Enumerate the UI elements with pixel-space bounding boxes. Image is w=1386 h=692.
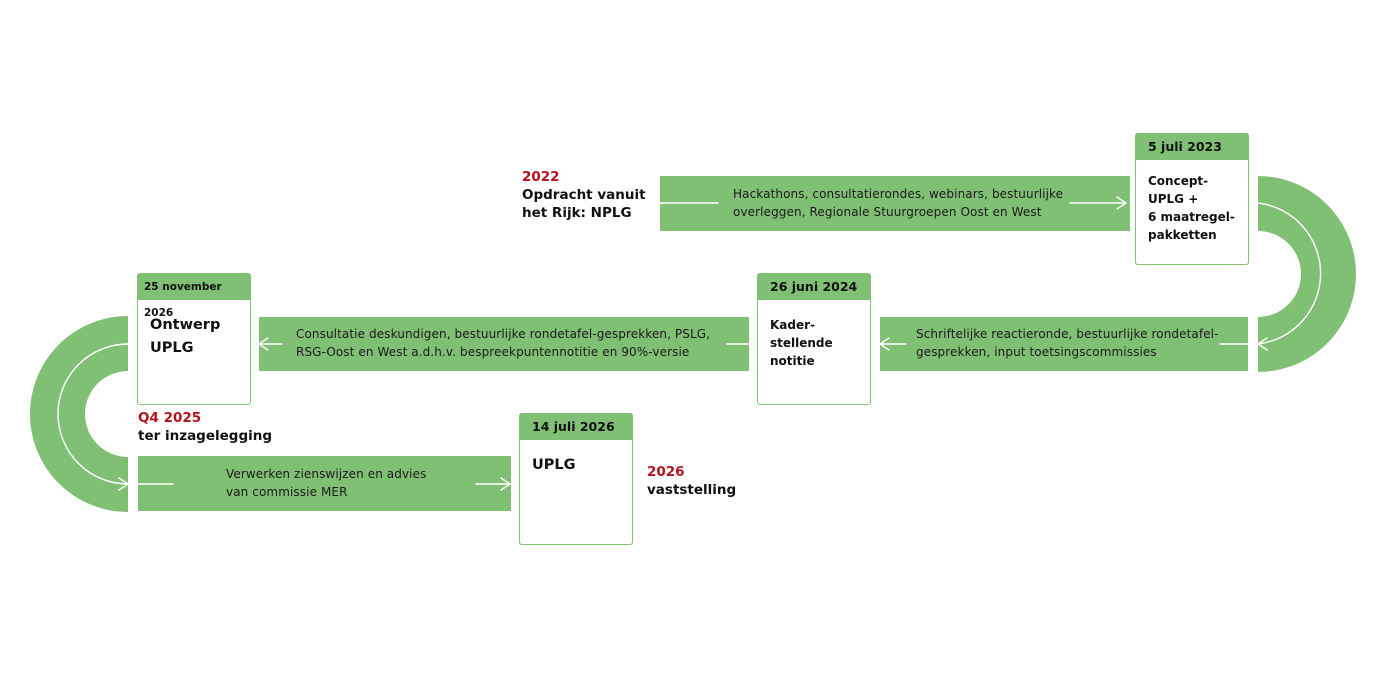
u-turn-left <box>30 316 128 512</box>
milestone-card-ontwerp-uplg: 25 november 2026 Ontwerp UPLG <box>137 273 251 405</box>
arrow-right-icon <box>500 477 511 491</box>
milestone-title: Ontwerp UPLG <box>150 317 221 356</box>
band-bottom-text: Verwerken zienswijzen en advies van comm… <box>226 467 427 499</box>
milestone-date: 5 juli 2023 <box>1136 134 1248 160</box>
label-year: 2026 <box>647 464 685 480</box>
milestone-card-kaderstellende-notitie: 26 juni 2024 Kader- stellende notitie <box>757 273 871 405</box>
band-bottom <box>138 456 511 511</box>
u-turn-right <box>1258 176 1356 372</box>
label-inzagelegging: Q4 2025 ter inzagelegging <box>138 410 273 444</box>
milestone-card-concept-uplg: 5 juli 2023 Concept- UPLG + 6 maatregel-… <box>1135 133 1249 265</box>
arrow-left-icon <box>1257 337 1268 351</box>
band-top-text: Hackathons, consultatierondes, webinars,… <box>733 187 1064 219</box>
milestone-date: 26 juni 2024 <box>758 274 870 300</box>
label-year: Q4 2025 <box>138 410 202 426</box>
band-top <box>660 176 1130 231</box>
arrow-right-icon <box>1116 196 1127 210</box>
milestone-date: 25 november 2026 <box>138 274 250 319</box>
milestone-title: Kader- stellende notitie <box>770 318 833 368</box>
arrow-left-icon <box>258 337 269 351</box>
arrow-right-icon <box>118 477 129 491</box>
milestone-date: 14 juli 2026 <box>520 414 632 440</box>
milestone-card-uplg: 14 juli 2026 UPLG <box>519 413 633 545</box>
milestone-title: UPLG <box>532 457 576 473</box>
label-year: 2022 <box>522 169 560 185</box>
milestone-title: Concept- UPLG + 6 maatregel- pakketten <box>1148 174 1235 242</box>
band-upper-right <box>880 317 1248 371</box>
band-middle-text: Consultatie deskundigen, bestuurlijke ro… <box>296 327 711 359</box>
band-upper-right-text: Schriftelijke reactieronde, bestuurlijke… <box>916 327 1219 359</box>
label-start-2022: 2022 Opdracht vanuit het Rijk: NPLG <box>522 169 646 221</box>
band-middle <box>259 317 749 371</box>
arrow-left-icon <box>879 337 890 351</box>
label-vaststelling: 2026 vaststelling <box>647 464 737 498</box>
